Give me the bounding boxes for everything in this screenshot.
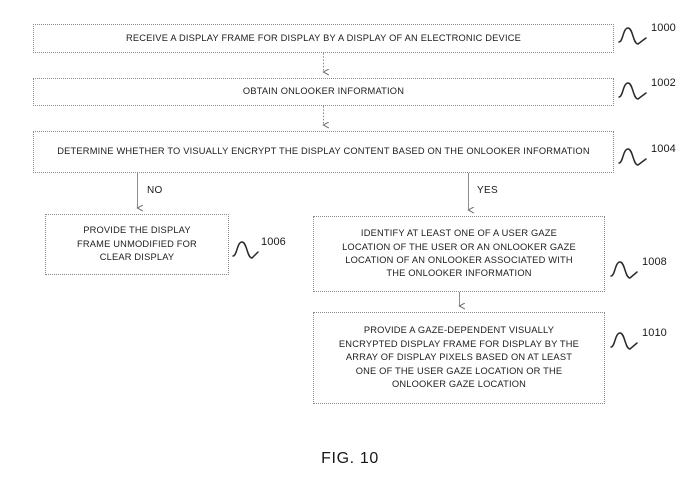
ref-squiggle-1000 [618, 27, 647, 45]
process-node-1000[interactable]: RECEIVE A DISPLAY FRAME FOR DISPLAY BY A… [33, 24, 614, 53]
ref-squiggle-1006 [232, 241, 259, 259]
ref-squiggle-1002 [618, 82, 647, 100]
process-node-1010-text: PROVIDE A GAZE-DEPENDENT VISUALLY ENCRYP… [338, 325, 580, 390]
reference-numeral-1000: 1000 [651, 22, 676, 34]
reference-numeral-1002: 1002 [651, 77, 676, 89]
ref-squiggle-1010 [610, 332, 638, 350]
branch-label-yes: YES [477, 185, 498, 196]
decision-node-1004-text: DETERMINE WHETHER TO VISUALLY ENCRYPT TH… [57, 146, 590, 157]
ref-squiggle-1008 [610, 261, 638, 279]
process-node-1008-text: IDENTIFY AT LEAST ONE OF A USER GAZE LOC… [342, 228, 576, 279]
reference-numeral-1008: 1008 [642, 256, 667, 268]
process-node-1002-text: OBTAIN ONLOOKER INFORMATION [242, 86, 405, 97]
process-node-1008[interactable]: IDENTIFY AT LEAST ONE OF A USER GAZE LOC… [313, 216, 605, 292]
process-node-1010[interactable]: PROVIDE A GAZE-DEPENDENT VISUALLY ENCRYP… [313, 312, 605, 404]
reference-numeral-1006: 1006 [261, 236, 286, 248]
process-node-1006[interactable]: PROVIDE THE DISPLAY FRAME UNMODIFIED FOR… [45, 214, 229, 275]
decision-node-1004[interactable]: DETERMINE WHETHER TO VISUALLY ENCRYPT TH… [33, 131, 614, 173]
process-node-1000-text: RECEIVE A DISPLAY FRAME FOR DISPLAY BY A… [125, 32, 522, 43]
reference-numeral-1004: 1004 [651, 143, 676, 155]
reference-numeral-1010: 1010 [642, 327, 667, 339]
process-node-1002[interactable]: OBTAIN ONLOOKER INFORMATION [33, 78, 614, 106]
branch-label-no: NO [147, 185, 163, 196]
figure-caption: FIG. 10 [321, 450, 379, 467]
ref-squiggle-1004 [618, 148, 647, 166]
process-node-1006-text: PROVIDE THE DISPLAY FRAME UNMODIFIED FOR… [77, 225, 197, 263]
